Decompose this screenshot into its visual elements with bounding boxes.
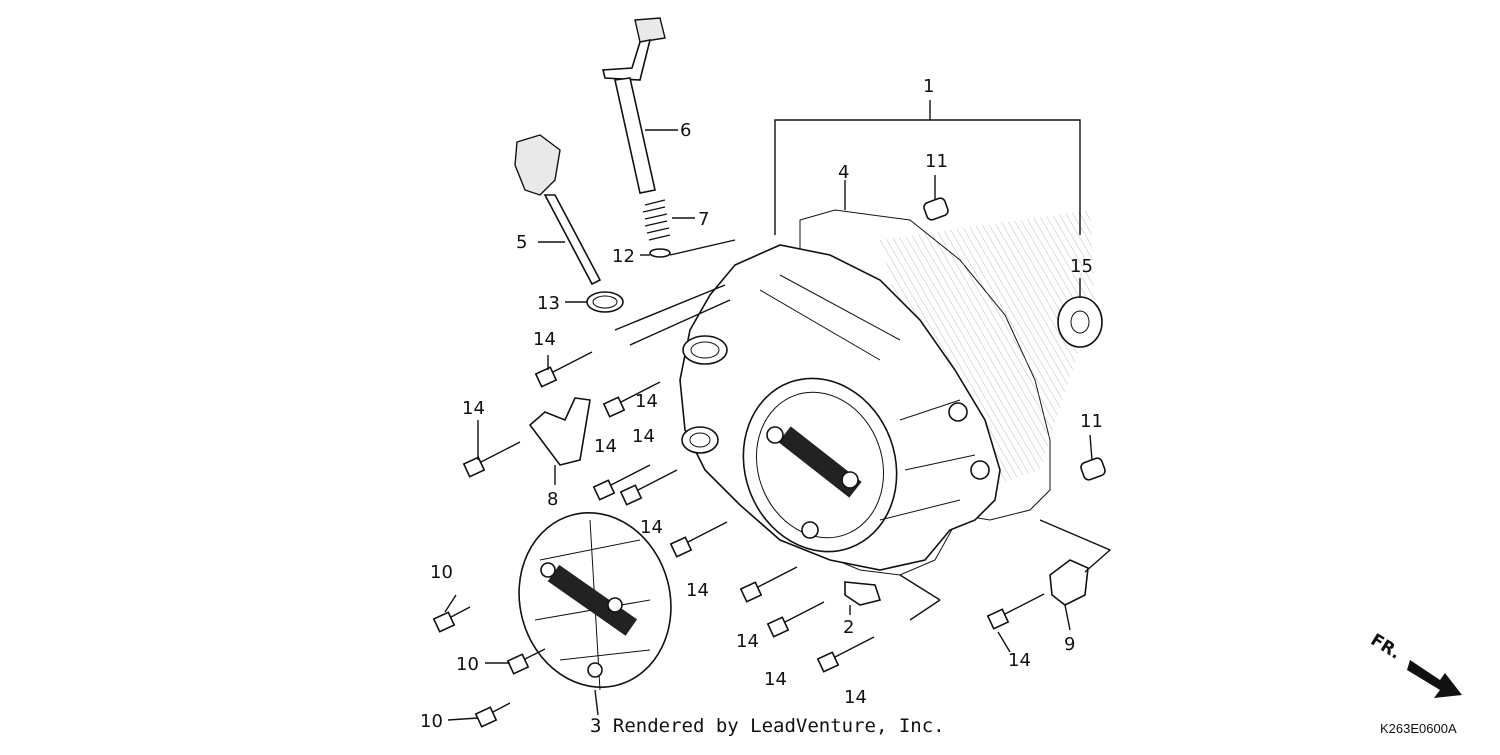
callout-7: 7: [698, 209, 709, 230]
front-indicator-label: FR.: [1367, 630, 1404, 664]
callout-10-a: 10: [430, 562, 453, 583]
callout-13: 13: [537, 293, 560, 314]
front-arrow-icon: [1407, 660, 1462, 698]
dowel-pin-11-top[interactable]: [923, 197, 950, 221]
callout-8: 8: [547, 489, 558, 510]
generator-cover-part[interactable]: [500, 496, 690, 705]
lower-port: [681, 426, 719, 454]
bolt-14-d[interactable]: [592, 464, 651, 501]
bolt-14-c[interactable]: [462, 441, 521, 478]
front-direction-indicator: FR.: [1367, 630, 1462, 698]
bolt-14-h[interactable]: [766, 601, 825, 638]
gen-bolt-a: [540, 562, 556, 578]
bolt-10-b[interactable]: [506, 648, 546, 675]
callout-14-a: 14: [533, 329, 556, 350]
bolt-14-e[interactable]: [619, 469, 678, 506]
lower-port-inner: [689, 432, 711, 448]
footer-credit: 3 Rendered by LeadVenture, Inc.: [590, 715, 945, 737]
callout-6: 6: [680, 120, 691, 141]
bearing-15[interactable]: [1057, 296, 1103, 348]
bolt-14-f[interactable]: [669, 521, 728, 558]
callout-15: 15: [1070, 256, 1093, 277]
callout-14-e: 14: [640, 517, 663, 538]
sensor-tube: [614, 77, 656, 194]
callout-14-d: 14: [632, 426, 655, 447]
spring-7[interactable]: [642, 199, 671, 241]
dipstick-cap: [514, 134, 561, 196]
o-ring-13[interactable]: [586, 291, 624, 313]
callout-14-h: 14: [764, 669, 787, 690]
sensor-bracket: [601, 38, 652, 81]
drawing-code: K263E0600A: [1380, 721, 1457, 736]
callout-14-i: 14: [844, 687, 867, 708]
bolt-14-i[interactable]: [816, 636, 875, 673]
boss-b: [841, 471, 859, 489]
boss-c: [801, 521, 819, 539]
callout-10-c: 10: [420, 711, 443, 732]
sensor-connector: [634, 17, 666, 43]
oil-dipstick-part[interactable]: [514, 134, 602, 286]
boss-d: [948, 402, 968, 422]
leader-lines: [444, 129, 1112, 721]
bolt-14-b[interactable]: [602, 381, 661, 418]
callout-5: 5: [516, 232, 527, 253]
bolt-14-a[interactable]: [534, 351, 593, 388]
callout-14-c: 14: [594, 436, 617, 457]
callout-14-k: 14: [635, 391, 658, 412]
callout-labels: 1 2 4 5 6 7 8 9 10 10 10 11 11 12 13 14 …: [420, 76, 1103, 732]
oil-filler-neck: [682, 335, 728, 365]
callout-2: 2: [843, 617, 854, 638]
cover-ribs: [759, 274, 976, 521]
honda-badge-generator: [547, 564, 638, 636]
callout-14-g: 14: [736, 631, 759, 652]
bolts: [432, 351, 1045, 728]
bolt-10-c[interactable]: [474, 702, 511, 728]
bearing-15-inner: [1070, 310, 1090, 334]
callout-10-b: 10: [456, 654, 479, 675]
gen-bolt-c: [587, 662, 603, 678]
assembly-bracket-1: [774, 119, 1081, 235]
crankcase-cover-part[interactable]: [679, 209, 1095, 576]
boss-e: [970, 460, 990, 480]
oil-filler-neck-inner: [690, 341, 720, 359]
bracket-8[interactable]: [528, 397, 591, 466]
honda-badge-cover: [778, 426, 862, 498]
boss-a: [766, 426, 784, 444]
clip-2[interactable]: [844, 581, 882, 606]
callout-14-b: 14: [462, 398, 485, 419]
part-9[interactable]: [1049, 559, 1089, 606]
callout-14-j: 14: [1008, 650, 1031, 671]
bolt-14-g[interactable]: [739, 566, 798, 603]
gen-bolt-b: [607, 597, 623, 613]
bolt-14-j[interactable]: [986, 593, 1045, 630]
o-ring-12[interactable]: [649, 248, 671, 258]
callout-9: 9: [1064, 634, 1075, 655]
callout-12: 12: [612, 246, 635, 267]
dipstick-rod: [543, 194, 602, 286]
callout-14-f: 14: [686, 580, 709, 601]
callout-1: 1: [923, 76, 934, 97]
bolt-10-a[interactable]: [432, 606, 471, 633]
callout-11-right: 11: [1080, 411, 1103, 432]
o-ring-13-inner: [592, 295, 618, 309]
callout-11-top: 11: [925, 151, 948, 172]
sensor-part-6[interactable]: [601, 17, 666, 194]
dowel-pin-11-right[interactable]: [1080, 457, 1107, 481]
callout-4: 4: [838, 162, 849, 183]
clutch-cover-inner: [755, 391, 885, 539]
